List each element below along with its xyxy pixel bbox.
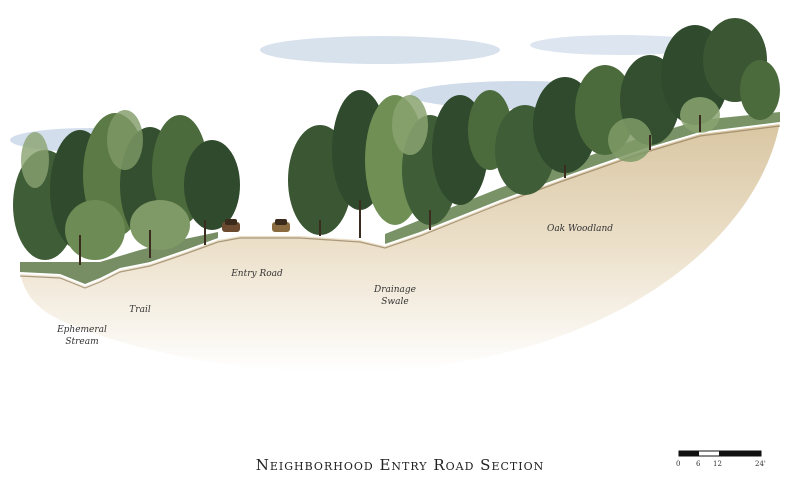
drawing-title: Neighborhood Entry Road Section bbox=[255, 456, 545, 474]
tree-trunks bbox=[79, 115, 701, 265]
label-trail: Trail bbox=[129, 305, 151, 315]
scale-tick-24: 24' bbox=[755, 460, 766, 468]
hillside-undergrowth bbox=[385, 112, 780, 244]
label-oak-woodland: Oak Woodland bbox=[546, 224, 614, 234]
scale-tick-6: 6 bbox=[696, 460, 701, 468]
scale-tick-12: 12 bbox=[713, 460, 722, 468]
car-right bbox=[272, 219, 290, 232]
label-drainage-swale: Drainage Swale bbox=[373, 285, 416, 307]
label-entry-road: Entry Road bbox=[231, 269, 283, 279]
left-tree-cluster bbox=[13, 110, 240, 260]
ground-shadow-line bbox=[19, 125, 781, 289]
car-left bbox=[222, 219, 240, 232]
oak-woodland-trees bbox=[495, 18, 780, 195]
middle-tree-cluster bbox=[288, 90, 512, 235]
scale-bar bbox=[678, 450, 762, 457]
label-ephemeral-stream: Ephemeral Stream bbox=[57, 325, 107, 347]
ground-profile bbox=[20, 122, 780, 373]
scale-tick-0: 0 bbox=[676, 460, 681, 468]
